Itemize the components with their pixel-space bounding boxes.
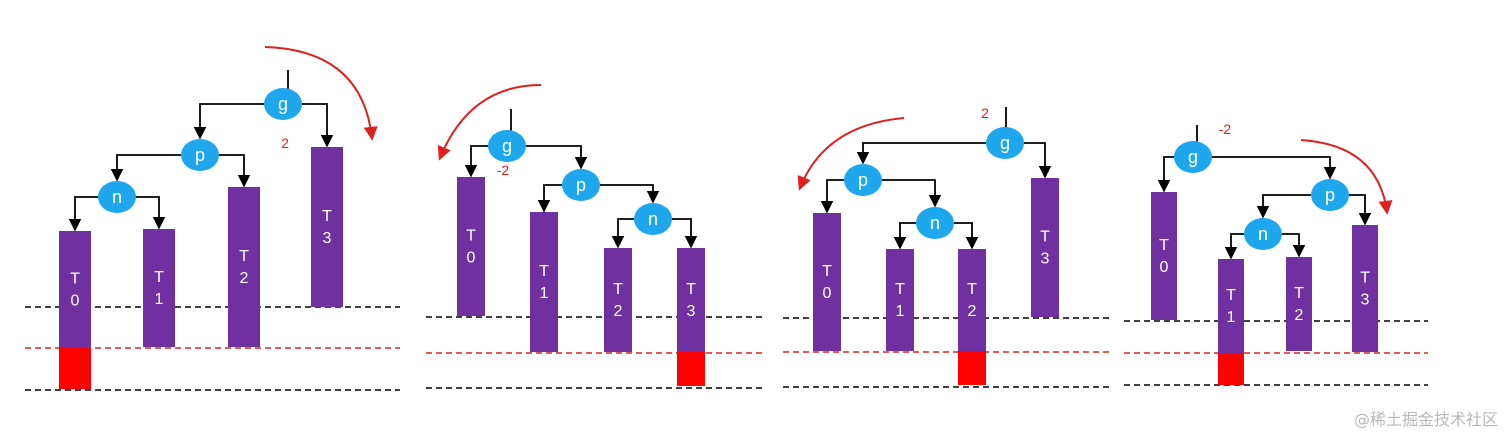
tree-node-label-g: g bbox=[502, 136, 512, 156]
subtree-bar-t2 bbox=[958, 249, 986, 351]
tree-edge-p-n bbox=[600, 184, 660, 204]
balance-factor-label: 2 bbox=[981, 105, 989, 121]
tree-node-label-p: p bbox=[858, 170, 868, 190]
tree-edge-g-p bbox=[856, 142, 986, 165]
tree-edge-p-T3 bbox=[1349, 194, 1372, 226]
tree-edge-g-T3 bbox=[302, 103, 334, 148]
tree-edge-g-T0 bbox=[464, 145, 488, 178]
subtree-bar-t2 bbox=[604, 248, 632, 352]
tree-edge-n-T3 bbox=[672, 218, 698, 249]
tree-node-n bbox=[634, 203, 672, 235]
tree-edge-p-T0 bbox=[820, 179, 844, 214]
overflow-block-t1 bbox=[1218, 353, 1244, 385]
subtree-bar-t1 bbox=[1218, 259, 1244, 353]
tree-edge-n-T1 bbox=[1224, 233, 1244, 260]
subtree-bar-t0 bbox=[59, 231, 91, 348]
subtree-bar-t3 bbox=[1031, 178, 1059, 317]
subtree-bar-t0 bbox=[457, 177, 485, 316]
tree-node-label-p: p bbox=[1325, 185, 1335, 205]
balance-factor-label: -2 bbox=[1219, 121, 1232, 137]
tree-node-label-n: n bbox=[1258, 224, 1268, 244]
tree-edge-p-T1 bbox=[537, 184, 562, 213]
tree-edge-p-n bbox=[1256, 194, 1311, 219]
tree-node-label-n: n bbox=[930, 213, 940, 233]
subtree-bar-t0 bbox=[1151, 192, 1177, 320]
tree-node-label-g: g bbox=[1188, 147, 1198, 167]
subtree-bar-t3 bbox=[311, 147, 343, 307]
balance-factor-label: 2 bbox=[281, 135, 289, 151]
balance-factor-label: -2 bbox=[497, 162, 510, 178]
tree-edge-g-p bbox=[193, 103, 264, 140]
tree-node-p bbox=[562, 169, 600, 201]
tree-node-p bbox=[181, 139, 219, 171]
subtree-bar-t3 bbox=[1352, 225, 1378, 352]
tree-node-label-n: n bbox=[112, 187, 122, 207]
tree-edge-n-T0 bbox=[68, 196, 98, 232]
tree-node-g bbox=[986, 127, 1024, 159]
tree-edge-p-n bbox=[882, 179, 942, 208]
subtree-bar-t0 bbox=[813, 213, 841, 351]
tree-node-label-p: p bbox=[576, 175, 586, 195]
subtree-bar-t2 bbox=[228, 187, 260, 347]
tree-node-label-g: g bbox=[1000, 133, 1010, 153]
tree-node-label-p: p bbox=[195, 145, 205, 165]
tree-edge-g-T0 bbox=[1157, 156, 1174, 193]
tree-node-g bbox=[488, 130, 526, 162]
tree-edge-n-T2 bbox=[1282, 233, 1306, 258]
overflow-block-t2 bbox=[958, 351, 986, 385]
tree-node-g bbox=[264, 88, 302, 120]
subtree-bar-t1 bbox=[530, 212, 558, 352]
tree-node-n bbox=[916, 207, 954, 239]
tree-edge-n-T1 bbox=[136, 196, 166, 230]
tree-node-p bbox=[844, 164, 882, 196]
subtree-bar-t1 bbox=[143, 229, 175, 347]
tree-edge-p-n bbox=[110, 154, 181, 182]
tree-edge-n-T2 bbox=[611, 218, 634, 249]
tree-node-label-n: n bbox=[648, 209, 658, 229]
subtree-bar-t2 bbox=[1286, 257, 1312, 351]
subtree-bar-t1 bbox=[886, 249, 914, 351]
tree-node-p bbox=[1311, 179, 1349, 211]
tree-edge-g-T3 bbox=[1024, 142, 1052, 179]
tree-edge-g-p bbox=[1212, 156, 1337, 180]
tree-edge-n-T2 bbox=[954, 222, 979, 250]
subtree-bar-t3 bbox=[677, 248, 705, 352]
tree-node-label-g: g bbox=[278, 94, 288, 114]
tree-edge-n-T1 bbox=[893, 222, 916, 250]
watermark: @稀土掘金技术社区 bbox=[1353, 410, 1498, 429]
tree-node-g bbox=[1174, 141, 1212, 173]
overflow-block-t3 bbox=[677, 352, 705, 386]
rotation-arrow-counterclockwise bbox=[437, 84, 542, 161]
rotation-arrow-clockwise bbox=[264, 46, 378, 141]
overflow-block-t0 bbox=[59, 348, 91, 389]
rotation-arrow-counterclockwise bbox=[797, 117, 905, 191]
tree-edge-g-p bbox=[526, 145, 588, 170]
tree-node-n bbox=[1244, 218, 1282, 250]
rotation-arrow-clockwise bbox=[1300, 139, 1393, 215]
tree-edge-p-T2 bbox=[219, 154, 251, 188]
tree-node-n bbox=[98, 181, 136, 213]
